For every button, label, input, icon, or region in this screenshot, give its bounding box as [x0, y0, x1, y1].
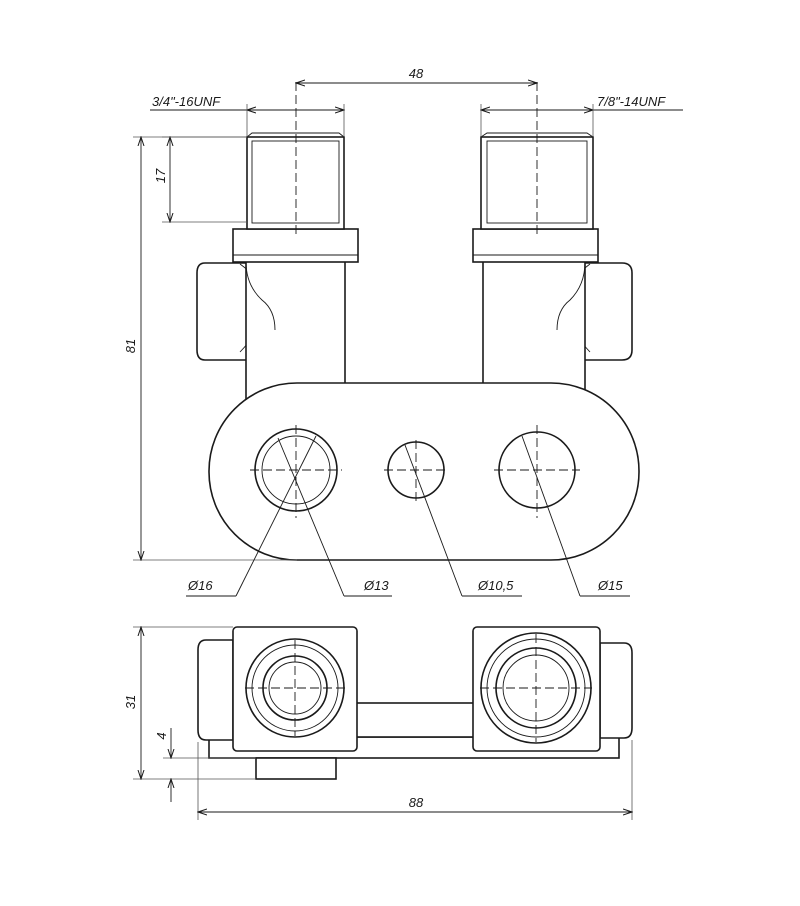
right-body-block [472, 626, 601, 752]
dia-13-label: Ø13 [363, 578, 389, 593]
right-port-rings [480, 632, 592, 744]
bottom-boss [255, 757, 337, 780]
dia-15-label: Ø15 [597, 578, 623, 593]
thread-label-left: 3/4"-16UNF [152, 94, 221, 109]
leader-dia-13: Ø13 [277, 437, 392, 597]
dimension-spacing-label: 48 [409, 66, 424, 81]
dimension-total-width-label: 88 [409, 795, 424, 810]
dimension-thread-length-label: 17 [153, 168, 168, 183]
dia-10-5-label: Ø10,5 [477, 578, 514, 593]
dimension-spacing: 48 [296, 66, 537, 83]
front-view: 48 3/4"-16UNF 7/8"-14UNF 17 [123, 66, 683, 597]
leader-dia-16: Ø16 [186, 435, 317, 597]
connecting-bar [355, 702, 475, 738]
top-view: 31 4 88 [123, 627, 632, 820]
base-plate [208, 382, 640, 561]
left-thread [246, 132, 345, 230]
dimension-total-width: 88 [198, 740, 632, 820]
leader-dia-10-5: Ø10,5 [404, 444, 522, 597]
right-side-port [585, 262, 633, 361]
right-column [482, 259, 586, 401]
thread-callout-right: 7/8"-14UNF [481, 94, 683, 137]
dimension-total-height: 81 [123, 137, 297, 560]
leader-dia-15: Ø15 [521, 435, 630, 597]
dimension-total-height-label: 81 [123, 339, 138, 353]
top-left-side-port [197, 639, 234, 741]
thread-label-right: 7/8"-14UNF [597, 94, 666, 109]
dimension-depth: 31 [123, 627, 256, 779]
left-column [245, 259, 346, 401]
left-side-port [196, 262, 246, 361]
dimension-offset-label: 4 [154, 732, 169, 739]
thread-callout-left: 3/4"-16UNF [150, 94, 344, 137]
left-port-rings [245, 638, 345, 738]
dia-16-label: Ø16 [187, 578, 213, 593]
right-nut [472, 228, 599, 263]
dimension-offset: 4 [154, 728, 256, 802]
dimension-depth-label: 31 [123, 695, 138, 709]
top-right-side-port [599, 642, 633, 739]
dimension-thread-length: 17 [153, 137, 247, 222]
left-nut [232, 228, 359, 263]
